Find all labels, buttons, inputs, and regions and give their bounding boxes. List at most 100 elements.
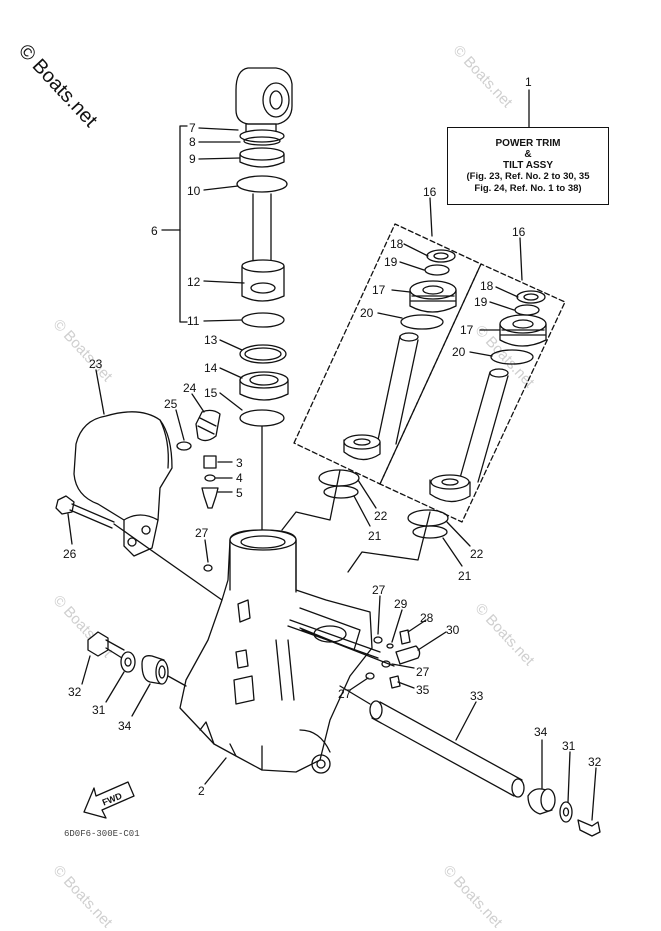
assembly-title-box: POWER TRIM & TILT ASSY (Fig. 23, Ref. No… (447, 127, 609, 205)
leader-line (429, 197, 433, 237)
leader-line (131, 683, 151, 717)
leader-line (417, 631, 447, 651)
callout-7: 7 (189, 121, 196, 135)
o-ring (203, 564, 213, 572)
callout-27: 27 (338, 687, 352, 701)
leader-line (377, 595, 381, 635)
trim-ram-right (429, 290, 547, 503)
small-parts-right (287, 619, 421, 689)
callout-30: 30 (446, 623, 460, 637)
leader-line (591, 767, 597, 821)
leader-line (81, 655, 91, 685)
callout-35: 35 (416, 683, 430, 697)
o-ring (323, 485, 359, 499)
callout-26: 26 (63, 547, 77, 561)
callout-21: 21 (458, 569, 472, 583)
group-outline (379, 263, 566, 523)
assembly-line (167, 675, 187, 687)
callout-21: 21 (368, 529, 382, 543)
leader-line (219, 339, 243, 351)
callout-22: 22 (374, 509, 388, 523)
callout-27: 27 (372, 583, 386, 597)
drawing-code: 6D0F6-300E-C01 (64, 829, 140, 839)
callout-9: 9 (189, 152, 196, 166)
tilt-pin-right-parts (527, 788, 601, 837)
leader-line (391, 289, 411, 293)
leader-line (495, 286, 519, 298)
bolt-part (55, 495, 115, 529)
leader-line (519, 237, 523, 281)
leader-line (403, 243, 429, 257)
callout-23: 23 (89, 357, 103, 371)
leader-line (204, 757, 227, 785)
callout-17: 17 (372, 283, 386, 297)
callout-25: 25 (164, 397, 178, 411)
leader-line (203, 185, 239, 191)
callout-28: 28 (420, 611, 434, 625)
callout-13: 13 (204, 333, 218, 347)
trim-cylinder-assembly (235, 67, 293, 537)
leader-line (407, 619, 427, 633)
leader-line (391, 609, 403, 643)
leader-line (95, 369, 105, 415)
callout-32: 32 (68, 685, 82, 699)
assembly-line (281, 469, 341, 531)
callout-33: 33 (470, 689, 484, 703)
tilt-pin-left-parts (87, 631, 169, 685)
reference-line: Fig. 24, Ref. No. 1 to 38) (474, 182, 582, 194)
callout-29: 29 (394, 597, 408, 611)
callout-17: 17 (460, 323, 474, 337)
assembly-line (113, 523, 223, 601)
assembly-line (347, 511, 431, 573)
title-line: POWER TRIM (495, 137, 561, 149)
callout-numbers: 1 2 3 4 5 6 7 8 9 10 11 12 13 14 15 16 1… (63, 75, 602, 798)
callout-19: 19 (474, 295, 488, 309)
callout-27: 27 (195, 526, 209, 540)
callout-10: 10 (187, 184, 201, 198)
o-ring (412, 525, 448, 539)
callout-31: 31 (562, 739, 576, 753)
leader-line (397, 681, 415, 689)
cover-part (73, 411, 173, 557)
title-line: TILT ASSY (503, 159, 553, 171)
leader-line (391, 663, 415, 669)
leader-line (67, 513, 73, 545)
group-bracket (179, 125, 188, 323)
leader-line (489, 301, 515, 311)
valve-parts (201, 455, 219, 509)
callout-2: 2 (198, 784, 205, 798)
leader-line (455, 701, 477, 741)
callout-27: 27 (416, 665, 430, 679)
callout-1: 1 (525, 75, 532, 89)
leader-line (175, 409, 185, 441)
leader-line (567, 751, 571, 803)
callout-16: 16 (423, 185, 437, 199)
callout-14: 14 (204, 361, 218, 375)
forward-arrow-icon: FWD (83, 781, 135, 819)
leader-line (198, 127, 239, 131)
leader-line (105, 671, 125, 703)
callout-19: 19 (384, 255, 398, 269)
callout-34: 34 (534, 725, 548, 739)
leader-line (446, 521, 471, 547)
callout-31: 31 (92, 703, 106, 717)
leader-line (399, 261, 425, 271)
leader-line (349, 677, 369, 691)
callout-34: 34 (118, 719, 132, 733)
assembly-line (339, 685, 371, 705)
callout-32: 32 (588, 755, 602, 769)
callout-8: 8 (189, 135, 196, 149)
leader-line (191, 393, 205, 413)
callout-15: 15 (204, 386, 218, 400)
leader-line (353, 495, 371, 527)
callout-18: 18 (390, 237, 404, 251)
leader-line (219, 392, 243, 411)
callout-24: 24 (183, 381, 197, 395)
title-line: & (524, 148, 532, 160)
leader-line (357, 479, 377, 509)
trim-ram-left (343, 249, 457, 461)
callout-20: 20 (452, 345, 466, 359)
leader-line (198, 157, 241, 160)
